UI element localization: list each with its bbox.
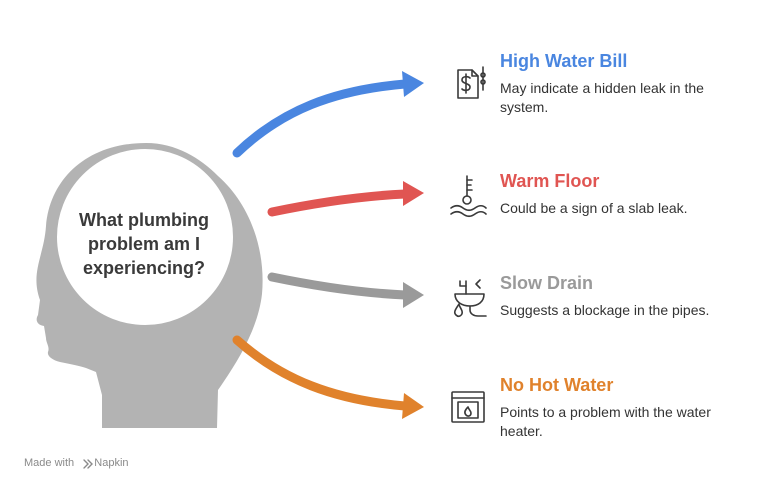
item-description: Suggests a blockage in the pipes.	[500, 302, 710, 318]
made-with-label: Made with	[24, 457, 75, 469]
question-line: experiencing?	[82, 258, 206, 278]
sink-drain-icon	[453, 279, 487, 318]
item-description: Points to a problem with the water heate…	[500, 404, 711, 439]
item-slow-drain: Slow Drain Suggests a blockage in the pi…	[500, 272, 745, 320]
arrowhead-slow-drain	[403, 282, 424, 308]
arrowhead-high-water-bill	[402, 71, 424, 97]
question-line: What plumbing	[79, 210, 209, 230]
water-heater-icon	[451, 391, 485, 423]
item-title: Slow Drain	[500, 273, 594, 293]
question-line: problem am I	[87, 234, 201, 254]
arrow-slow-drain	[267, 272, 410, 300]
item-description: May indicate a hidden leak in the system…	[500, 80, 704, 115]
central-question: What plumbing problem am I experiencing?	[72, 208, 216, 280]
arrow-high-water-bill	[232, 79, 410, 158]
item-no-hot-water: No Hot Water Points to a problem with th…	[500, 374, 745, 441]
water-bill-icon	[457, 66, 486, 99]
arrowhead-no-hot-water	[402, 393, 424, 419]
arrow-warm-floor	[267, 189, 410, 217]
item-title: High Water Bill	[500, 51, 628, 71]
napkin-logo-icon	[83, 459, 93, 469]
item-title: No Hot Water	[500, 375, 614, 395]
item-description: Could be a sign of a slab leak.	[500, 200, 688, 216]
thermometer-water-icon	[450, 175, 487, 218]
arrowhead-warm-floor	[403, 181, 424, 206]
napkin-brand: Napkin	[94, 457, 129, 469]
thought-circle	[53, 145, 237, 329]
item-warm-floor: Warm Floor Could be a sign of a slab lea…	[500, 170, 745, 218]
arrow-no-hot-water	[232, 335, 410, 411]
item-title: Warm Floor	[500, 171, 600, 191]
made-with-napkin[interactable]: Made with Napkin	[24, 457, 129, 469]
item-high-water-bill: High Water Bill May indicate a hidden le…	[500, 50, 745, 117]
